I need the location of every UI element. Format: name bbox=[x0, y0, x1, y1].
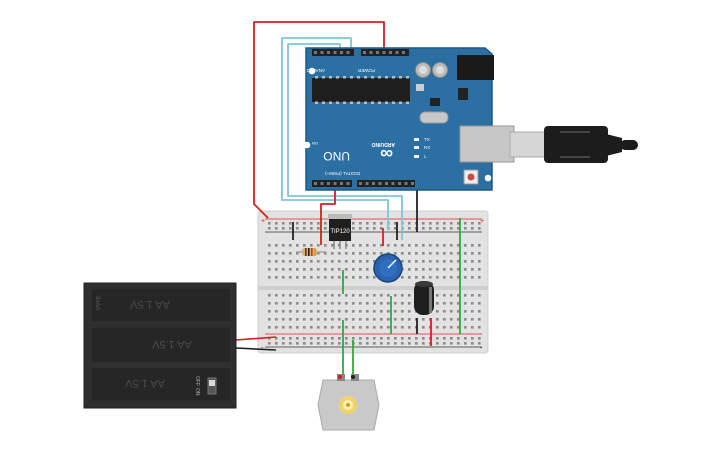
analog-header bbox=[312, 49, 354, 56]
power-jack bbox=[457, 55, 494, 80]
wire-battery-black bbox=[235, 347, 277, 351]
battery-pack-label: 3xAA bbox=[94, 296, 100, 310]
wire-cyan-1 bbox=[281, 37, 389, 230]
tx-label: TX bbox=[424, 137, 430, 142]
wire-battery-red bbox=[235, 336, 277, 341]
power-label: POWER bbox=[357, 68, 375, 73]
wire-5v-red bbox=[253, 21, 385, 219]
chip-pins bbox=[315, 76, 409, 104]
wire-cyan-2 bbox=[287, 43, 403, 240]
battery-cell-2: AA 1.5V bbox=[151, 338, 191, 350]
mount-hole bbox=[303, 141, 311, 149]
crystal bbox=[419, 111, 449, 124]
atmega-chip bbox=[312, 78, 410, 102]
battery-cell-3: AA 1.5V bbox=[124, 377, 164, 389]
rail-plus-mark-right: + bbox=[480, 218, 484, 225]
wires bbox=[235, 21, 461, 378]
resistor bbox=[296, 248, 326, 256]
usb-port bbox=[459, 125, 515, 163]
arduino-brand-label: ARDUINO bbox=[372, 141, 395, 147]
switch-on-label: ON bbox=[194, 388, 200, 396]
breadboard: + + - - bbox=[257, 210, 489, 354]
potentiometer[interactable] bbox=[373, 253, 403, 283]
electrolytic-capacitor bbox=[414, 281, 434, 315]
digital-label: DIGITAL (PWM~) bbox=[325, 171, 360, 176]
usb-cable bbox=[509, 126, 638, 163]
l-label: L bbox=[424, 154, 427, 159]
rail-minus-mark: - bbox=[261, 345, 264, 352]
rail-minus-mark-right: - bbox=[480, 345, 483, 352]
dc-motor bbox=[317, 374, 380, 431]
transistor-label: TIP120 bbox=[330, 229, 350, 235]
arduino-uno: ANALOG IN POWER TX RX L ∞ ARDUINO UNO ON bbox=[300, 47, 515, 191]
mount-hole bbox=[308, 67, 316, 75]
on-label: ON bbox=[312, 141, 318, 146]
digital-header-1 bbox=[312, 180, 352, 187]
uno-label: UNO bbox=[323, 149, 350, 163]
rx-label: RX bbox=[424, 145, 430, 150]
battery-cell-1: AA 1.5V bbox=[129, 298, 169, 310]
usb-plug bbox=[544, 126, 608, 163]
tip120-transistor: TIP120 bbox=[328, 214, 352, 249]
switch-off-label: OFF bbox=[194, 376, 200, 386]
battery-pack: AA 1.5V AA 1.5V AA 1.5V 3xAA OFF ON bbox=[83, 282, 237, 409]
wire-pin-red bbox=[320, 190, 336, 245]
header-pins-bottom bbox=[314, 182, 414, 185]
header-pins-top bbox=[314, 51, 405, 54]
arduino-logo-icon: ∞ bbox=[380, 144, 393, 164]
rail-plus-mark: + bbox=[261, 218, 265, 225]
mount-hole bbox=[484, 174, 492, 182]
